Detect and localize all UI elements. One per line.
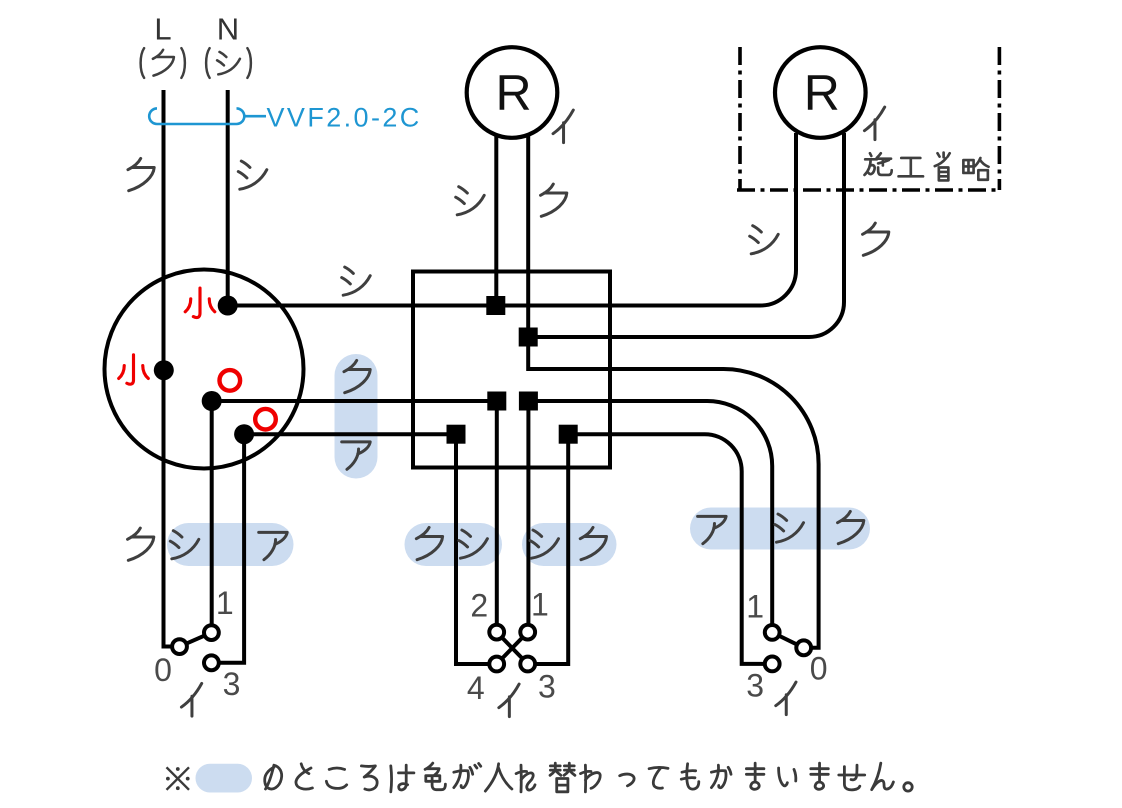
svg-text:0: 0 [810,651,828,687]
svg-text:R: R [804,65,840,121]
svg-text:3: 3 [538,669,556,705]
svg-text:2: 2 [470,588,488,624]
svg-text:3: 3 [223,666,241,702]
svg-text:R: R [495,65,531,121]
svg-text:1: 1 [746,589,764,625]
svg-text:4: 4 [467,670,485,706]
svg-text:N: N [217,12,239,47]
svg-text:0: 0 [154,652,172,688]
svg-text:VVF2.0-2C: VVF2.0-2C [267,103,422,133]
svg-text:3: 3 [746,668,764,704]
svg-text:1: 1 [531,587,549,623]
svg-text:1: 1 [216,585,234,621]
svg-text:L: L [154,12,171,47]
